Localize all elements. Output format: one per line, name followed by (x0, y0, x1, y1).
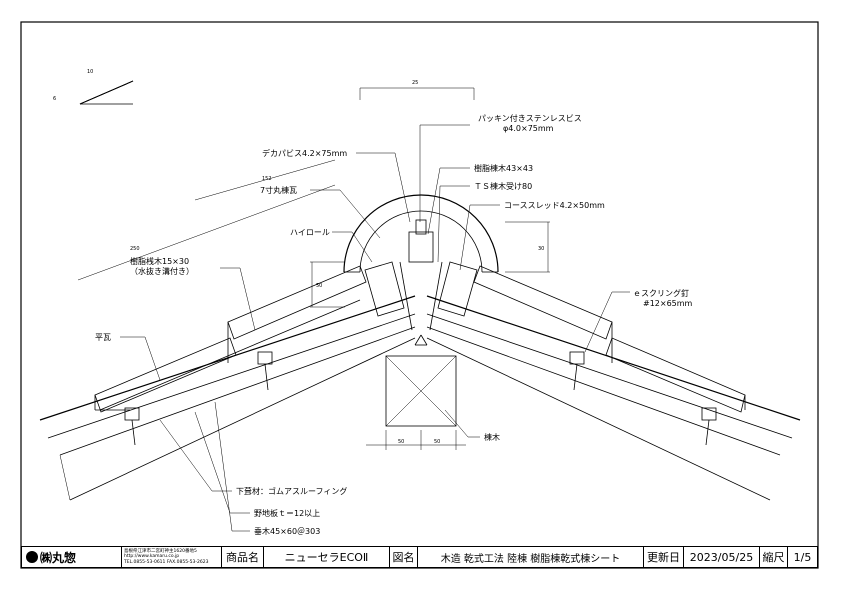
drawing-frame (20, 21, 819, 569)
right-roof-slope (426, 265, 801, 501)
svg-text:50: 50 (316, 283, 322, 289)
label-ridge-beam: 棟木 (484, 432, 500, 442)
label-dekaba-screw: デカパビス4.2×75mm (262, 148, 347, 158)
product-name: ニューセラECOⅡ (264, 547, 390, 567)
svg-text:30: 30 (538, 246, 544, 252)
label-resin-ridge: 樹脂棟木43×43 (474, 163, 533, 173)
slope-dimensions: 250 152 (77, 159, 336, 281)
product-label: 商品名 (222, 547, 264, 567)
left-roof-slope (39, 265, 416, 501)
label-screw-top-size: φ4.0×75mm (503, 124, 554, 133)
title-block: ㈱丸惣 島根県江津市二宮町神主1620番地5 http://www.kamaru… (21, 546, 818, 568)
top-width-dimension: 25 (359, 80, 475, 100)
label-ts-ridge: ＴＳ棟木受け80 (474, 181, 532, 191)
svg-text:50: 50 (398, 439, 404, 445)
drawing-name: 木造 乾式工法 陸棟 樹脂棟乾式棟シート (418, 547, 644, 567)
label-underlay: 下葺材：ゴムアスルーフィング (236, 486, 347, 496)
updated-label: 更新日 (644, 547, 684, 567)
slope-run: 10 (87, 69, 93, 75)
leader-lines (120, 124, 630, 532)
slope-indicator: 10 6 (53, 69, 134, 105)
label-resin-batten-note: （水抜き溝付き） (130, 266, 194, 276)
label-screw-nail: ｅスクリング釘 (633, 288, 689, 298)
company-address: 島根県江津市二宮町神主1620番地5 http://www.kamaru.co.… (122, 547, 222, 567)
scale-label: 縮尺 (760, 547, 788, 567)
label-flat-tile: 平瓦 (95, 333, 111, 342)
scale-value: 1/5 (793, 550, 812, 564)
svg-text:50: 50 (434, 439, 440, 445)
ridge-tile-assembly (343, 194, 499, 346)
svg-text:25: 25 (412, 80, 418, 86)
label-ridge-tile: 7寸丸棟瓦 (260, 185, 297, 195)
ridge-beam: 50 50 (366, 355, 466, 450)
drawing-name-label: 図名 (390, 547, 418, 567)
company-logo-icon (26, 551, 38, 563)
slope-rise: 6 (53, 96, 56, 102)
label-hi-roll: ハイロール (290, 228, 330, 237)
right-height-dimension: 30 (505, 221, 550, 273)
label-rafter: 垂木45×60＠303 (254, 526, 320, 536)
svg-text:152: 152 (262, 176, 272, 182)
label-screw-nail-size: #12×65mm (643, 299, 693, 308)
updated-date: 2023/05/25 (684, 547, 760, 567)
left-height-dimension: 50 (310, 261, 345, 308)
svg-text:250: 250 (130, 246, 140, 252)
label-coarse-thread: コーススレッド4.2×50mm (504, 201, 605, 210)
label-screw-top: パッキン付きステンレスビス (478, 113, 582, 123)
company-name: ㈱丸惣 (22, 547, 122, 567)
label-sheathing: 野地板ｔ＝12以上 (254, 508, 320, 518)
label-resin-batten: 樹脂桟木15×30 (130, 256, 189, 266)
